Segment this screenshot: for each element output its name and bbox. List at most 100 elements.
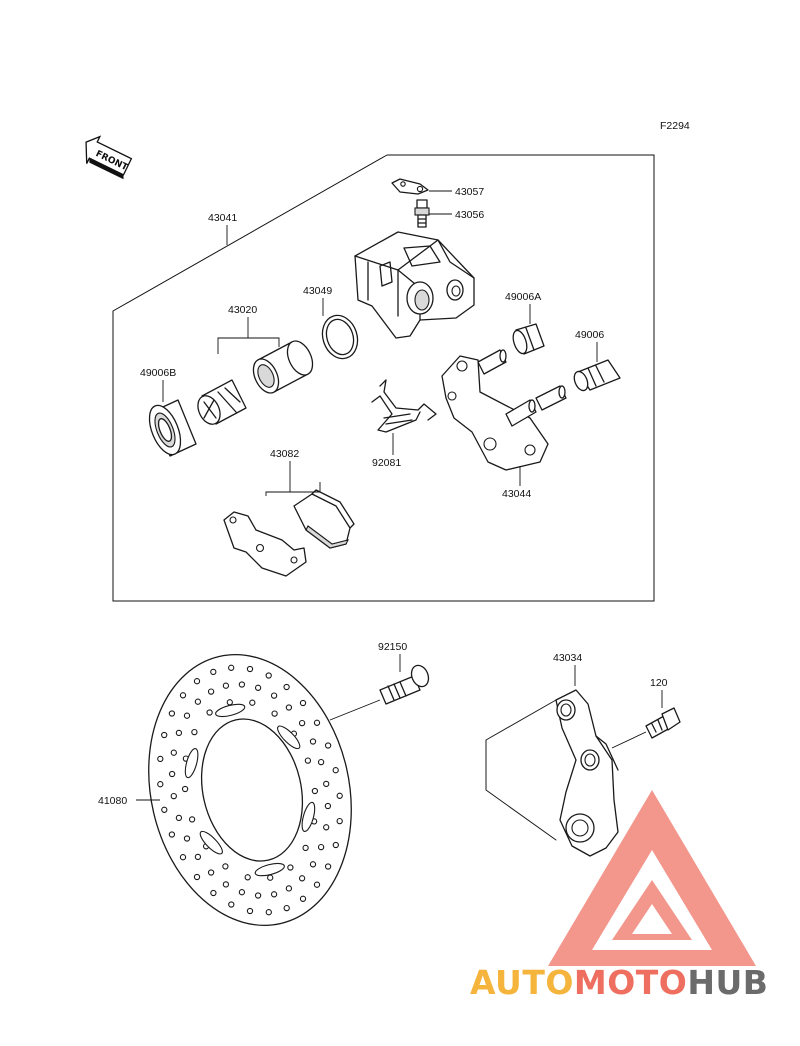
disc-vent-hole [246, 907, 254, 915]
label-92081: 92081 [372, 457, 401, 469]
disc-vent-hole [249, 699, 256, 706]
disc-vent-hole [170, 792, 177, 800]
disc-vent-hole [183, 835, 191, 842]
brake-pads-43082 [223, 489, 355, 577]
disc-vent-hole [265, 909, 272, 916]
disc-vent-hole [332, 841, 339, 849]
disc-vent-hole [168, 770, 176, 778]
dust-seal-49006B [148, 399, 197, 457]
disc-vent-hole [193, 873, 201, 881]
disc-vent-hole [317, 758, 325, 766]
label-49006A: 49006A [505, 291, 541, 303]
disc-vent-hole [324, 802, 332, 810]
disc-vent-hole [222, 863, 229, 870]
disc-vent-hole [222, 881, 230, 888]
disc-vent-hole [179, 692, 187, 699]
piston-boot-43020 [197, 379, 247, 425]
disc-vent-hole [157, 755, 164, 763]
disc-vent-hole [309, 861, 317, 868]
disc-vent-hole [332, 767, 339, 774]
disc-vent-hole [299, 699, 307, 707]
disc-vent-hole [181, 785, 189, 793]
disc-vent-hole [254, 684, 262, 691]
disc-vent-hole [271, 710, 278, 717]
disc-slot [184, 748, 199, 779]
disc-vent-hole [323, 780, 330, 788]
pin-boot-49006A [512, 323, 545, 355]
label-120: 120 [650, 677, 668, 689]
disc-vent-hole [323, 824, 330, 831]
disc-vent-hole [311, 787, 319, 795]
caliper-assembly-frame [112, 154, 655, 602]
label-43057: 43057 [455, 186, 484, 198]
disc-bolt-92150 [379, 664, 430, 705]
disc-vent-hole [265, 672, 272, 679]
disc-vent-hole [207, 869, 215, 876]
label-92150: 92150 [378, 641, 407, 653]
disc-vent-hole [183, 712, 191, 719]
label-49006B: 49006B [140, 367, 176, 379]
label-49006: 49006 [575, 329, 604, 341]
leader-120-axis [611, 731, 647, 749]
label-43056: 43056 [455, 209, 484, 221]
disc-vent-hole [298, 875, 306, 882]
disc-vent-hole [194, 853, 202, 861]
disc-vent-hole [304, 757, 312, 764]
label-41080: 41080 [98, 795, 127, 807]
leader-43082 [265, 482, 321, 496]
disc-vent-hole [170, 749, 177, 756]
disc-vent-hole [210, 889, 217, 897]
piston-seal-43049 [321, 314, 359, 360]
disc-vent-hole [161, 731, 168, 739]
disc-vent-hole [168, 831, 176, 838]
disc-vent-hole [222, 682, 230, 689]
disc-vent-hole [175, 729, 183, 737]
label-43041: 43041 [208, 212, 237, 224]
piston-43020 [252, 340, 314, 394]
disc-vent-hole [228, 664, 235, 671]
disc-vent-hole [285, 704, 293, 711]
label-43082: 43082 [270, 448, 299, 460]
disc-vent-hole [207, 688, 215, 695]
caliper-body [354, 231, 475, 339]
disc-vent-hole [287, 864, 294, 871]
disc-slot [301, 801, 316, 832]
label-43020: 43020 [228, 304, 257, 316]
caliper-bracket-43044 [441, 349, 567, 471]
bolt-120 [645, 707, 681, 739]
disc-vent-hole [168, 710, 176, 717]
label-43049: 43049 [303, 285, 332, 297]
disc-vent-hole [283, 683, 290, 691]
front-arrow-icon: FRONT [85, 135, 133, 180]
brake-disc-41080 [148, 654, 352, 926]
bleeder-cap-43057 [391, 178, 429, 195]
disc-vent-hole [283, 904, 290, 912]
watermark-hub: HUB [687, 963, 768, 1002]
disc-vent-hole [302, 844, 309, 852]
disc-slot [277, 725, 301, 750]
disc-vent-hole [191, 728, 198, 736]
watermark-auto: AUTO [470, 963, 574, 1002]
disc-vent-hole [226, 699, 233, 706]
disc-slot [215, 703, 246, 718]
pin-boot-49006 [573, 359, 621, 392]
disc-vent-hole [298, 719, 306, 727]
disc-vent-hole [336, 792, 343, 799]
disc-vent-hole [175, 814, 183, 822]
disc-vent-hole [244, 874, 251, 881]
disc-vent-hole [324, 863, 332, 870]
disc-vent-hole [188, 816, 196, 823]
watermark-text: AUTOMOTOHUB [470, 963, 768, 1002]
disc-vent-hole [238, 681, 246, 688]
disc-vent-hole [193, 678, 201, 685]
disc-vent-hole [228, 901, 235, 908]
disc-slot [254, 862, 285, 877]
disc-vent-hole [246, 665, 254, 673]
bleeder-valve-43056 [414, 199, 430, 228]
disc-vent-hole [313, 719, 321, 726]
disc-vent-hole [324, 742, 332, 749]
disc-vent-hole [317, 843, 325, 851]
disc-vent-hole [285, 885, 293, 892]
disc-vent-hole [179, 854, 187, 861]
disc-vent-hole [336, 817, 343, 825]
